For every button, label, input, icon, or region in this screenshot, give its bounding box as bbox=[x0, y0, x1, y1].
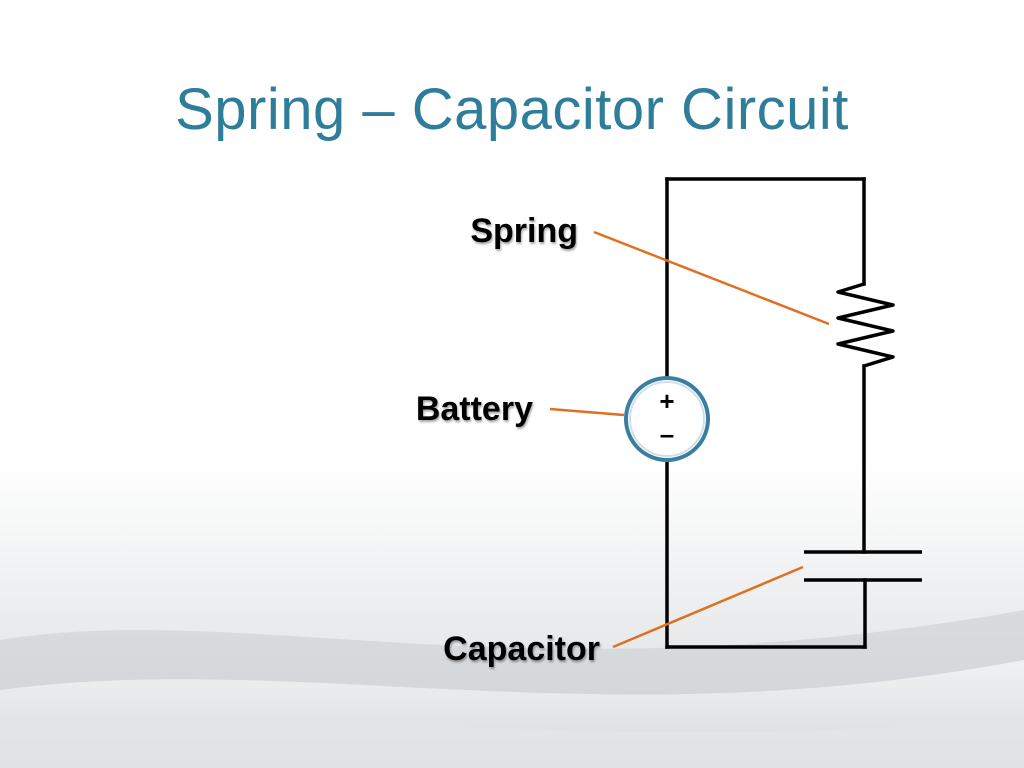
capacitor-leader-line bbox=[612, 565, 804, 649]
battery-minus-sign: – bbox=[660, 419, 674, 449]
battery-plus-sign: + bbox=[659, 386, 674, 416]
capacitor-label: Capacitor bbox=[443, 630, 600, 668]
spring-label: Spring bbox=[470, 212, 578, 250]
battery-label: Battery bbox=[415, 390, 533, 428]
battery-leader-line bbox=[549, 407, 625, 417]
leader-lines bbox=[549, 230, 830, 649]
slide-title: Spring – Capacitor Circuit bbox=[175, 77, 849, 142]
spring-leader-line bbox=[593, 230, 830, 326]
battery-symbol-icon: + – bbox=[624, 376, 710, 462]
spring-zigzag-icon bbox=[836, 282, 895, 368]
circuit-wires bbox=[665, 177, 867, 649]
capacitor-plates-icon bbox=[804, 550, 922, 582]
